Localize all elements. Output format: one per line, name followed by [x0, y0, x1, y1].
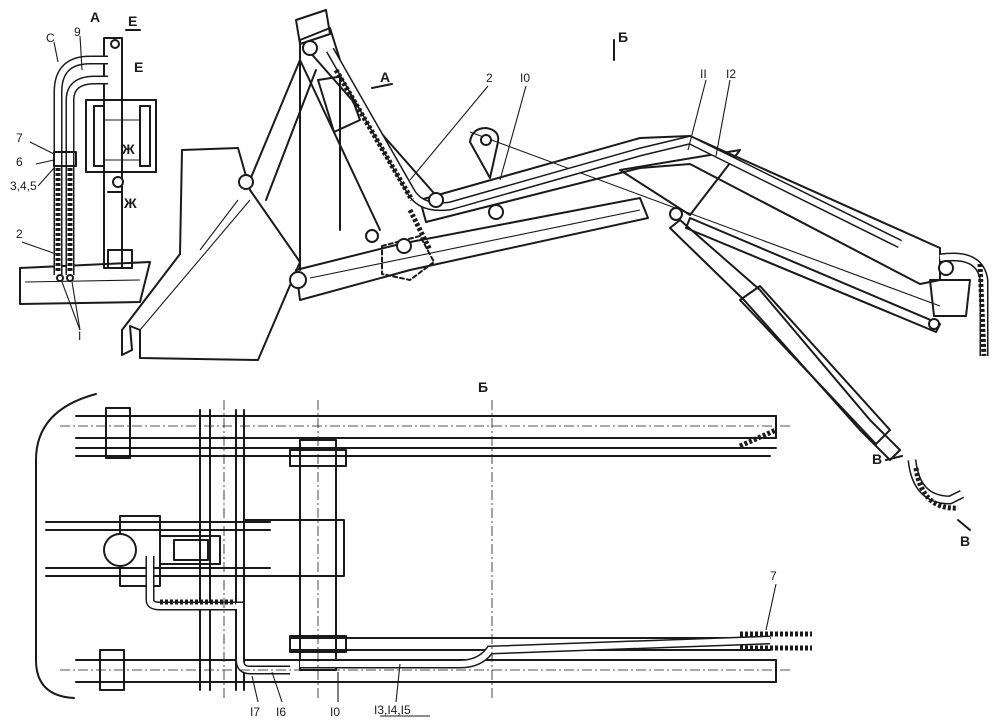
callout-2-a: 2	[16, 227, 23, 241]
section-label-zh: Ж	[122, 141, 135, 157]
callout-top: С	[46, 31, 55, 45]
view-label-b-top: Б	[618, 29, 629, 45]
callout-7-plan: 7	[770, 569, 777, 583]
section-label-zh-lower: Ж	[124, 195, 137, 211]
callout-2-side: 2	[486, 71, 493, 85]
view-label-b: Б	[478, 379, 489, 395]
callout-13-14-15: I3,I4,I5	[374, 703, 411, 717]
callout-10-side: I0	[520, 71, 531, 85]
callout-7-a: 7	[16, 131, 23, 145]
callout-12: I2	[726, 67, 737, 81]
callout-1: I	[78, 329, 82, 343]
callout-10-plan: I0	[330, 705, 341, 719]
view-label-a: А	[90, 9, 101, 25]
plan-view-b	[35, 393, 812, 717]
section-label-e-lower: Е	[134, 59, 144, 75]
callout-6: 6	[16, 155, 23, 169]
callout-3-4-5: 3,4,5	[10, 179, 37, 193]
callout-16: I6	[276, 705, 287, 719]
side-view-loader-arm	[121, 9, 989, 531]
callout-11: II	[700, 67, 707, 81]
section-label-v: В	[872, 451, 883, 467]
view-a-detail	[19, 29, 157, 331]
view-arrow-a: А	[380, 69, 391, 85]
callout-17: I7	[250, 705, 261, 719]
callout-9: 9	[74, 25, 81, 39]
section-label-v-lower: В	[960, 533, 971, 549]
section-label-e: Е	[128, 13, 138, 29]
